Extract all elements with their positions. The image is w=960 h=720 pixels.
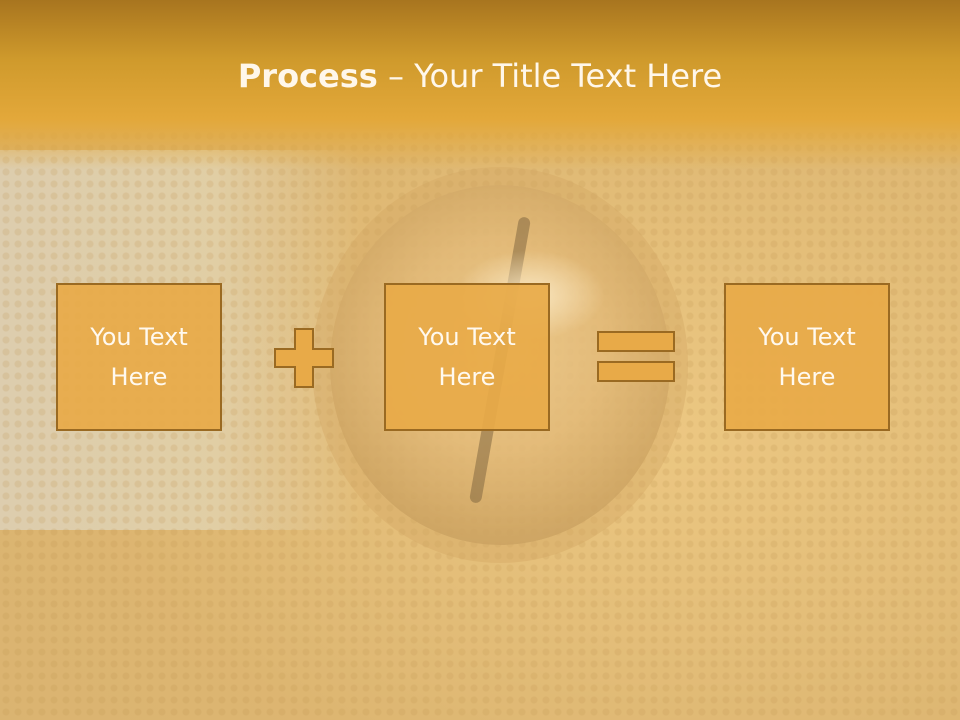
title-separator: – [377,57,415,95]
process-box-1-label: You Text Here [90,323,188,391]
title-rest: Your Title Text Here [414,57,723,95]
slide-title: Process – Your Title Text Here [0,54,960,98]
equals-icon [597,331,675,382]
process-box-2-label: You Text Here [418,323,516,391]
plus-icon [274,328,334,388]
process-box-2: You Text Here [384,283,550,431]
process-box-1: You Text Here [56,283,222,431]
title-banner [0,0,960,170]
process-box-3-label: You Text Here [758,323,856,391]
title-bold: Process [237,57,378,95]
process-box-3: You Text Here [724,283,890,431]
